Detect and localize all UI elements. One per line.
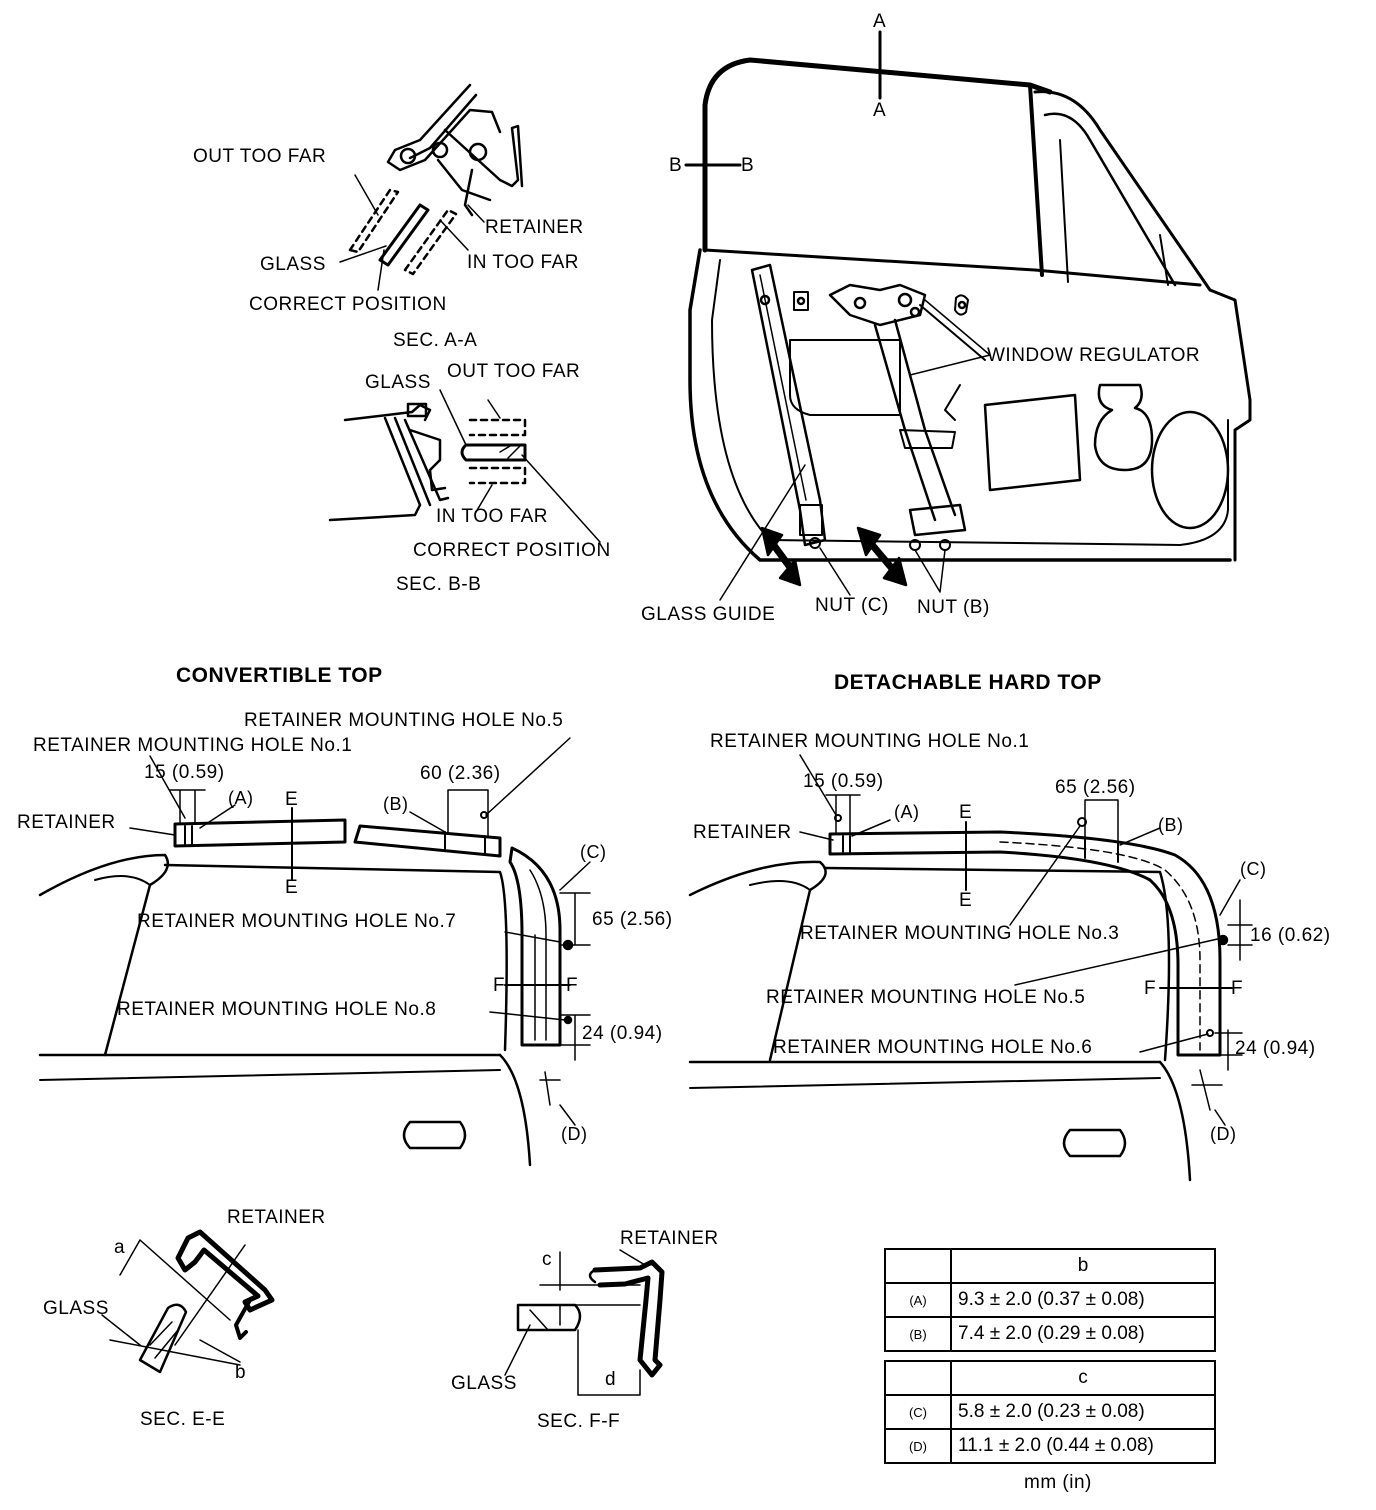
table-c-row-key: (C) <box>884 1394 952 1430</box>
sec-aa-glass-label: GLASS <box>260 254 326 275</box>
convertible-mark-d: (D) <box>561 1124 588 1144</box>
nut-c-label: NUT (C) <box>815 595 889 616</box>
convertible-hole8-label: RETAINER MOUNTING HOLE No.8 <box>117 999 437 1020</box>
sec-aa-drawing <box>339 83 524 291</box>
convertible-hole1-label: RETAINER MOUNTING HOLE No.1 <box>33 735 353 756</box>
convertible-dim-65: 65 (2.56) <box>592 909 673 930</box>
window-regulator-label: WINDOW REGULATOR <box>987 345 1201 366</box>
table-header-row: c <box>884 1360 1216 1396</box>
sec-aa-title: SEC. A-A <box>393 330 478 351</box>
hard-top-drawing <box>688 754 1253 1182</box>
section-mark-b-right: B <box>741 155 755 176</box>
hardtop-hole1-label: RETAINER MOUNTING HOLE No.1 <box>710 731 1030 752</box>
convertible-section-e-top: E <box>285 789 299 810</box>
table-c-row-key: (D) <box>884 1428 952 1464</box>
hardtop-dim-15: 15 (0.59) <box>803 771 884 792</box>
sec-ee-title: SEC. E-E <box>140 1409 226 1430</box>
hardtop-mark-d: (D) <box>1210 1124 1237 1144</box>
section-mark-a-bottom: A <box>873 100 887 121</box>
table-row: (B) 7.4 ± 2.0 (0.29 ± 0.08) <box>884 1316 1216 1352</box>
units-label: mm (in) <box>1024 1472 1092 1493</box>
sec-ff-retainer-label: RETAINER <box>620 1228 719 1249</box>
section-mark-a-top: A <box>873 11 887 32</box>
hardtop-retainer-label: RETAINER <box>693 822 792 843</box>
hardtop-mark-b: (B) <box>1158 815 1184 835</box>
convertible-section-f-right: F <box>566 975 579 996</box>
convertible-mark-a: (A) <box>228 788 254 808</box>
convertible-retainer-label: RETAINER <box>17 812 116 833</box>
sec-ee-b-label: b <box>235 1362 247 1383</box>
hardtop-dim-24: 24 (0.94) <box>1235 1038 1316 1059</box>
table-b-row-value: 7.4 ± 2.0 (0.29 ± 0.08) <box>950 1316 1216 1352</box>
convertible-section-e-bottom: E <box>285 877 299 898</box>
sec-ff-drawing <box>504 1249 665 1396</box>
convertible-section-f-left: F <box>493 975 506 996</box>
sec-ee-retainer-label: RETAINER <box>227 1207 326 1228</box>
sec-ff-title: SEC. F-F <box>537 1411 621 1432</box>
convertible-hole7-label: RETAINER MOUNTING HOLE No.7 <box>137 911 457 932</box>
sec-ff-d-label: d <box>605 1369 617 1390</box>
section-mark-b-left: B <box>669 155 683 176</box>
convertible-top-heading: CONVERTIBLE TOP <box>176 664 383 687</box>
hardtop-hole3-label: RETAINER MOUNTING HOLE No.3 <box>800 923 1120 944</box>
convertible-top-drawing <box>38 737 591 1167</box>
convertible-dim-15: 15 (0.59) <box>144 762 225 783</box>
sec-aa-in-too-far-label: IN TOO FAR <box>467 252 579 273</box>
table-row: (C) 5.8 ± 2.0 (0.23 ± 0.08) <box>884 1394 1216 1430</box>
sec-aa-correct-position-label: CORRECT POSITION <box>249 294 447 315</box>
sec-ee-glass-label: GLASS <box>43 1298 109 1319</box>
convertible-dim-60: 60 (2.36) <box>420 763 501 784</box>
sec-ee-a-label: a <box>114 1237 126 1258</box>
sec-bb-glass-label: GLASS <box>365 372 431 393</box>
hardtop-mark-c: (C) <box>1240 859 1267 879</box>
sec-bb-out-too-far-label: OUT TOO FAR <box>447 361 581 382</box>
table-c-header: c <box>950 1360 1216 1396</box>
hardtop-section-f-right: F <box>1231 978 1244 999</box>
table-row: (D) 11.1 ± 2.0 (0.44 ± 0.08) <box>884 1428 1216 1464</box>
sec-bb-in-too-far-label: IN TOO FAR <box>436 506 548 527</box>
sec-bb-drawing <box>328 389 601 543</box>
sec-bb-correct-position-label: CORRECT POSITION <box>413 540 611 561</box>
hardtop-hole6-label: RETAINER MOUNTING HOLE No.6 <box>773 1037 1093 1058</box>
glass-guide-label: GLASS GUIDE <box>641 604 776 625</box>
hardtop-dim-16: 16 (0.62) <box>1250 925 1331 946</box>
hardtop-hole5-label: RETAINER MOUNTING HOLE No.5 <box>766 987 1086 1008</box>
nut-b-label: NUT (B) <box>917 597 990 618</box>
hard-top-heading: DETACHABLE HARD TOP <box>834 671 1102 694</box>
hardtop-section-e-top: E <box>959 802 973 823</box>
table-b-header: b <box>950 1248 1216 1284</box>
door-drawing <box>684 30 1252 601</box>
table-c-row-value: 11.1 ± 2.0 (0.44 ± 0.08) <box>950 1428 1216 1464</box>
sec-aa-out-too-far-label: OUT TOO FAR <box>193 146 327 167</box>
sec-bb-title: SEC. B-B <box>396 574 482 595</box>
table-b-row-key: (A) <box>884 1282 952 1318</box>
table-b-row-value: 9.3 ± 2.0 (0.37 ± 0.08) <box>950 1282 1216 1318</box>
spec-table-b: b (A) 9.3 ± 2.0 (0.37 ± 0.08) (B) 7.4 ± … <box>884 1248 1216 1352</box>
convertible-mark-c: (C) <box>580 842 607 862</box>
convertible-dim-24: 24 (0.94) <box>582 1023 663 1044</box>
spec-table-c: c (C) 5.8 ± 2.0 (0.23 ± 0.08) (D) 11.1 ±… <box>884 1360 1216 1464</box>
sec-aa-retainer-label: RETAINER <box>485 217 584 238</box>
hardtop-section-e-bottom: E <box>959 890 973 911</box>
sec-ff-glass-label: GLASS <box>451 1373 517 1394</box>
sec-ff-c-label: c <box>542 1249 552 1270</box>
sec-ee-drawing <box>101 1229 275 1374</box>
hardtop-mark-a: (A) <box>894 802 920 822</box>
table-b-row-key: (B) <box>884 1316 952 1352</box>
table-c-row-value: 5.8 ± 2.0 (0.23 ± 0.08) <box>950 1394 1216 1430</box>
convertible-mark-b: (B) <box>383 794 409 814</box>
table-header-row: b <box>884 1248 1216 1284</box>
hardtop-dim-65: 65 (2.56) <box>1055 777 1136 798</box>
convertible-hole5-label: RETAINER MOUNTING HOLE No.5 <box>244 710 564 731</box>
table-row: (A) 9.3 ± 2.0 (0.37 ± 0.08) <box>884 1282 1216 1318</box>
hardtop-section-f-left: F <box>1144 978 1157 999</box>
